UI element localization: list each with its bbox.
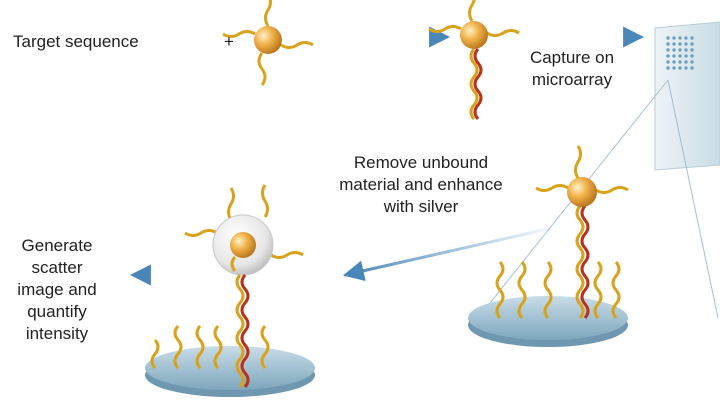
generate-label-line3: image and <box>17 280 97 299</box>
microarray-spot <box>684 66 688 70</box>
remove-label: Remove unbound material and enhance with… <box>298 152 544 218</box>
captured-nanoparticle <box>535 145 629 319</box>
capture-substrate <box>468 145 629 347</box>
microarray-spot <box>684 60 688 64</box>
microarray-spot <box>672 60 676 64</box>
microarray-spot <box>672 42 676 46</box>
capture-label-line1: Capture on <box>529 48 615 67</box>
silver-enhanced-substrate <box>145 184 315 397</box>
microarray-spot <box>678 60 682 64</box>
microarray-spot <box>678 42 682 46</box>
microarray-spot <box>666 66 670 70</box>
microarray-spot <box>666 48 670 52</box>
microarray-spot <box>684 42 688 46</box>
arrow-down-to-remove <box>342 226 553 282</box>
microarray-spots <box>666 36 694 70</box>
microarray-spot <box>672 54 676 58</box>
microarray-spot <box>690 36 694 40</box>
microarray-chip <box>654 21 720 171</box>
microarray-spot <box>684 48 688 52</box>
generate-label-line5: intensity <box>25 324 89 343</box>
generate-label: Generate scatter image and quantify inte… <box>14 235 100 345</box>
microarray-spot <box>684 36 688 40</box>
remove-label-line1: Remove unbound <box>353 153 489 172</box>
microarray-spot <box>672 48 676 52</box>
microarray-spot <box>690 42 694 46</box>
microarray-spot <box>678 36 682 40</box>
capture-label: Capture on microarray <box>510 47 634 91</box>
microarray-spot <box>666 54 670 58</box>
gold-nanoparticle-probe <box>222 0 314 86</box>
microarray-spot <box>678 66 682 70</box>
microarray-spot <box>666 42 670 46</box>
microarray-spot <box>666 60 670 64</box>
remove-label-line3: with silver <box>383 197 459 216</box>
microarray-spot <box>672 36 676 40</box>
silver-enhanced-nanoparticle <box>184 184 304 388</box>
microarray-spot <box>678 54 682 58</box>
microarray-spot <box>684 54 688 58</box>
microarray-spot <box>678 48 682 52</box>
microarray-spot <box>672 66 676 70</box>
plus-sign: + <box>224 32 234 51</box>
capture-label-line2: microarray <box>531 70 613 89</box>
target-sequence-label: Target sequence <box>13 32 139 51</box>
generate-label-line1: Generate <box>21 236 93 255</box>
generate-label-line2: scatter <box>31 258 83 277</box>
microarray-spot <box>690 66 694 70</box>
microarray-spot <box>666 36 670 40</box>
microarray-spot <box>690 54 694 58</box>
hybridized-nanoparticle <box>428 0 520 120</box>
microarray-spot <box>690 48 694 52</box>
remove-label-line2: material and enhance <box>339 175 503 194</box>
microarray-spot <box>690 60 694 64</box>
generate-label-line4: quantify <box>27 302 87 321</box>
